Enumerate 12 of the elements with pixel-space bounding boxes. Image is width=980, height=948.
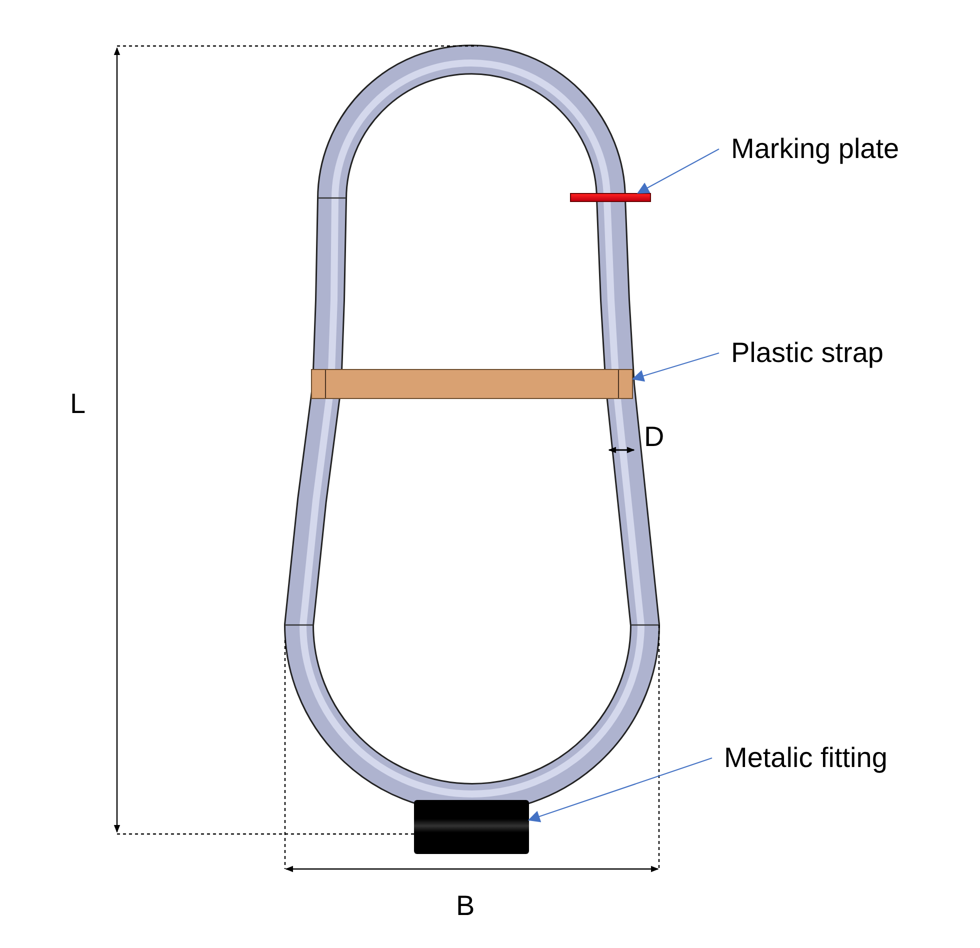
marking-plate bbox=[570, 193, 651, 202]
part-label: Metalic fitting bbox=[724, 742, 888, 774]
dimension-label: L bbox=[70, 388, 86, 420]
dimension-label: B bbox=[456, 890, 475, 922]
leader-line bbox=[632, 352, 720, 382]
metal-fitting bbox=[414, 800, 529, 854]
plastic-strap bbox=[311, 369, 633, 399]
part-label: Marking plate bbox=[731, 133, 900, 165]
leader-line bbox=[636, 148, 720, 194]
part-label: Plastic strap bbox=[731, 337, 884, 369]
leader-line bbox=[528, 757, 712, 822]
dimension-label: D bbox=[644, 421, 664, 453]
